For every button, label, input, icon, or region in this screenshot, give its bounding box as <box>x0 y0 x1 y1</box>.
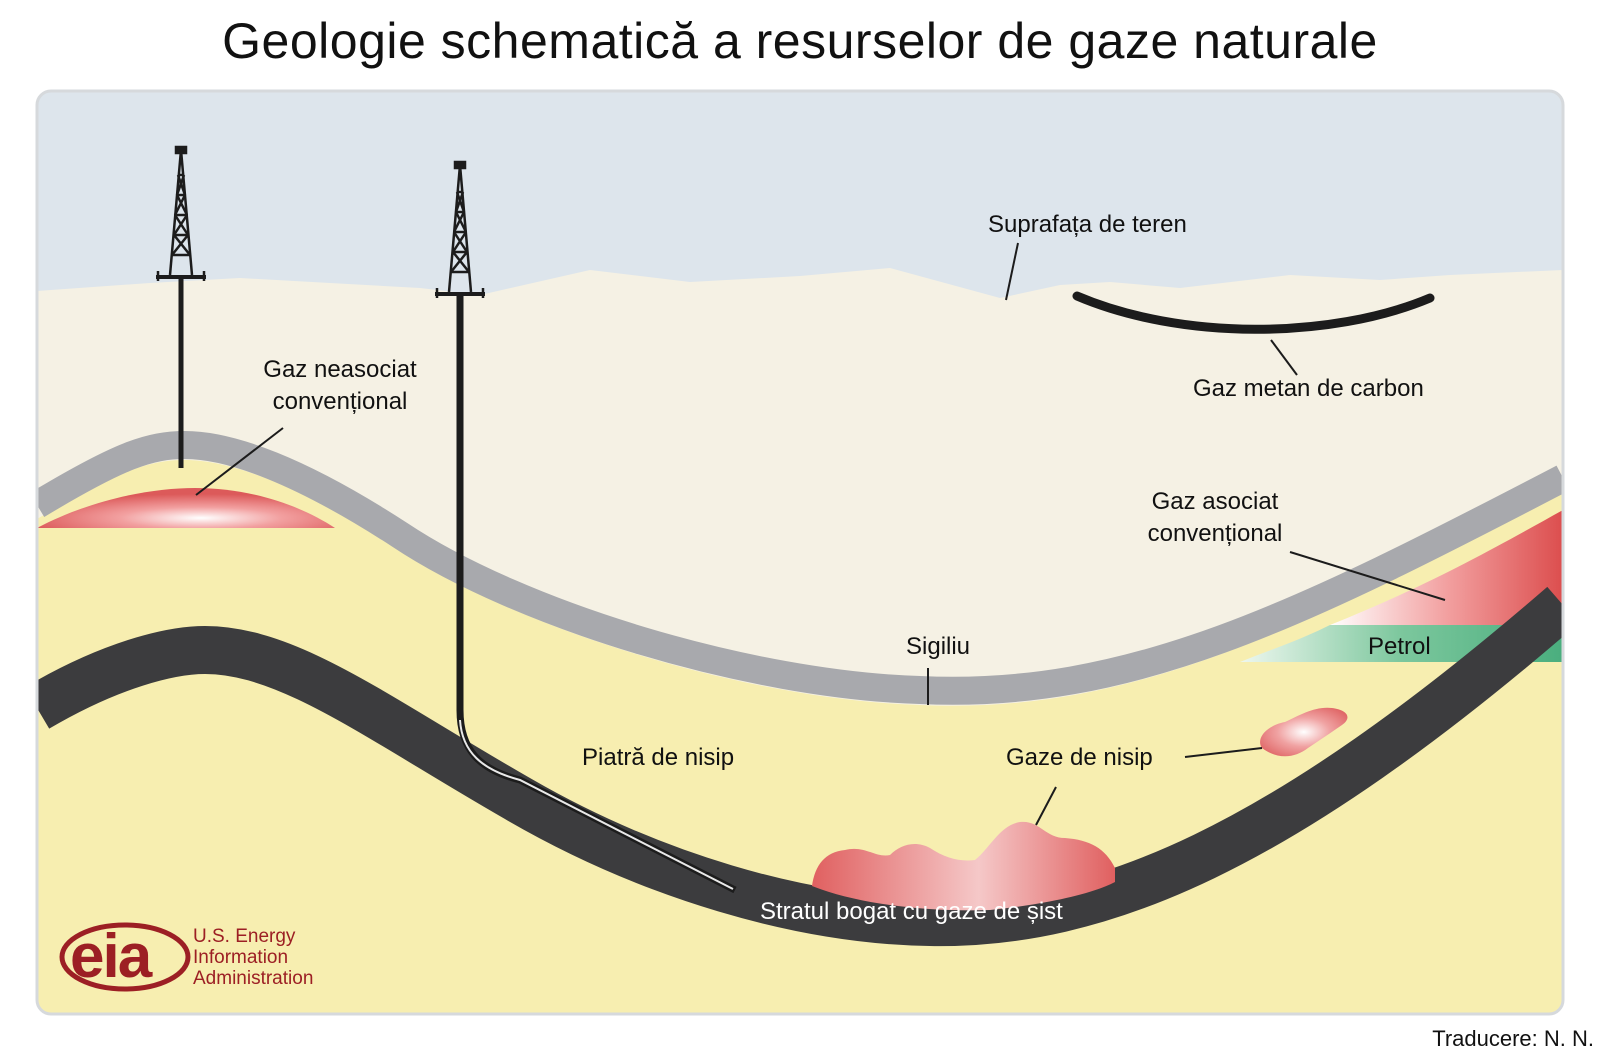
label-associated-gas-line1: Gaz asociat <box>1152 488 1279 515</box>
gas-reservoir-nonassociated <box>37 488 335 528</box>
label-land-surface: Suprafața de teren <box>988 211 1187 238</box>
label-oil: Petrol <box>1368 633 1431 660</box>
eia-logo-line1: U.S. Energy <box>193 926 296 947</box>
label-sandstone: Piatră de nisip <box>582 744 734 771</box>
gas-reservoir-associated <box>1330 510 1563 625</box>
diagram-panel-border <box>35 89 1565 1016</box>
tight-gas-blob <box>1260 707 1348 757</box>
eia-logo: eia U.S. Energy Information Administrati… <box>59 922 313 992</box>
seal-layer <box>37 430 1563 705</box>
label-coalbed-methane: Gaz metan de carbon <box>1193 375 1424 402</box>
label-nonassociated-gas-line1: Gaz neasociat <box>263 356 417 383</box>
eia-logo-line2: Information <box>193 947 288 968</box>
label-tight-sand-gas: Gaze de nisip <box>1006 744 1153 771</box>
label-associated-gas-line2: convențional <box>1148 520 1283 547</box>
label-nonassociated-gas-line2: convențional <box>273 388 408 415</box>
drilling-rig-icon <box>156 145 206 281</box>
label-seal: Sigiliu <box>906 633 970 660</box>
coalbed-seam <box>1072 291 1435 334</box>
eia-logo-mark: eia <box>70 922 153 991</box>
eia-logo-line3: Administration <box>193 968 313 989</box>
diagram-title: Geologie schematică a resurselor de gaze… <box>222 13 1378 69</box>
label-gas-rich-shale: Stratul bogat cu gaze de șist <box>760 898 1063 925</box>
leader-lines <box>195 242 1446 826</box>
horizontal-well-bore <box>459 719 734 890</box>
tight-sand-gas <box>812 821 1115 911</box>
shale-layer <box>37 586 1563 947</box>
translation-credit: Traducere: N. N. <box>1432 1026 1594 1051</box>
